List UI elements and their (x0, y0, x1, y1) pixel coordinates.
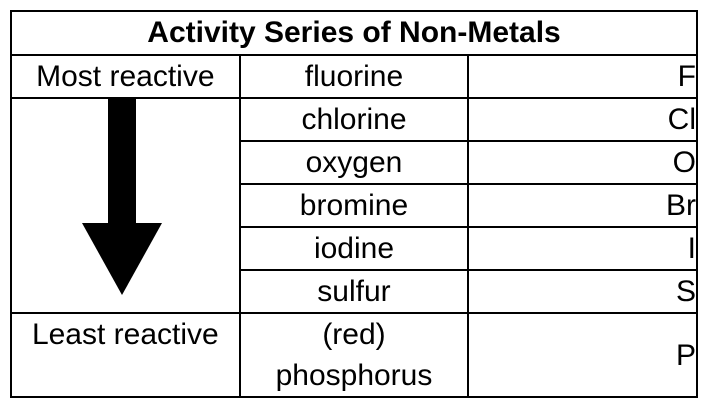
element-name: (red) phosphorus (238, 312, 470, 398)
arrow-cell (10, 97, 241, 314)
down-arrow-icon (82, 99, 163, 295)
element-symbol: Br (467, 183, 698, 228)
element-symbol: I (467, 226, 698, 271)
table-row: Least reactive (red) phosphorus P (10, 312, 698, 398)
table-row: sulfur S (11, 269, 698, 314)
element-name: sulfur (238, 269, 470, 314)
table-title: Activity Series of Non-Metals (10, 10, 698, 56)
element-symbol: S (467, 269, 698, 314)
activity-series-table: Activity Series of Non-Metals Most react… (10, 10, 698, 398)
least-reactive-label: Least reactive (10, 312, 241, 398)
activity-series-document: Activity Series of Non-Metals Most react… (10, 10, 698, 398)
element-symbol: Cl (467, 97, 698, 142)
table-row: Most reactive fluorine F (10, 54, 698, 99)
element-name: oxygen (238, 140, 470, 185)
element-symbol: P (467, 312, 698, 398)
element-name: iodine (238, 226, 470, 271)
element-name: chlorine (238, 97, 470, 142)
table-row: bromine Br (11, 183, 698, 228)
element-symbol: O (467, 140, 698, 185)
element-name: bromine (238, 183, 470, 228)
most-reactive-label: Most reactive (10, 54, 241, 99)
element-name: fluorine (238, 54, 470, 99)
table-row: chlorine Cl (10, 97, 698, 314)
table-row: iodine I (11, 226, 698, 271)
element-symbol: F (467, 54, 698, 99)
table-row: oxygen O (11, 140, 698, 185)
title-row: Activity Series of Non-Metals (10, 10, 698, 56)
